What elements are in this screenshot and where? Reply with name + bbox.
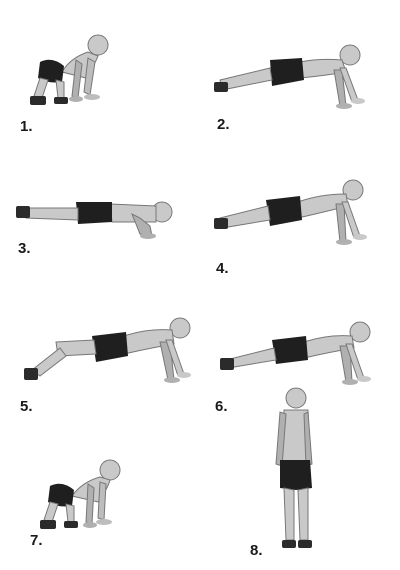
step-8-label: 8. bbox=[250, 542, 263, 559]
push-up-figure bbox=[16, 201, 173, 239]
squat-figure bbox=[40, 459, 121, 529]
plank-figure bbox=[214, 179, 367, 245]
step-1-figure bbox=[30, 34, 109, 105]
standing-figure bbox=[275, 387, 313, 548]
step-2-panel: 2. bbox=[200, 0, 400, 145]
plank-knee-figure bbox=[24, 317, 191, 383]
step-4-label: 4. bbox=[216, 260, 229, 277]
step-4-panel: 4. bbox=[200, 160, 400, 285]
plank-figure bbox=[214, 44, 365, 109]
step-2-figure bbox=[214, 44, 365, 109]
step-6-panel: 6. bbox=[200, 310, 400, 420]
step-5-label: 5. bbox=[20, 398, 33, 415]
step-6-figure bbox=[220, 321, 371, 385]
step-8-figure bbox=[275, 387, 313, 548]
step-3-figure bbox=[16, 201, 173, 239]
step-8-panel: 8. bbox=[200, 380, 400, 570]
step-2-label: 2. bbox=[217, 116, 230, 133]
step-1-label: 1. bbox=[20, 118, 33, 135]
step-7-figure bbox=[40, 459, 121, 529]
step-3-label: 3. bbox=[18, 240, 31, 257]
step-5-figure bbox=[24, 317, 191, 383]
step-6-label: 6. bbox=[215, 398, 228, 415]
step-4-figure bbox=[214, 179, 367, 245]
step-1-panel: 1. bbox=[0, 0, 200, 145]
step-7-label: 7. bbox=[30, 532, 43, 549]
plank-figure bbox=[220, 321, 371, 385]
step-5-panel: 5. bbox=[0, 310, 200, 420]
squat-figure bbox=[30, 34, 109, 105]
step-7-panel: 7. bbox=[0, 440, 200, 570]
step-3-panel: 3. bbox=[0, 160, 200, 270]
